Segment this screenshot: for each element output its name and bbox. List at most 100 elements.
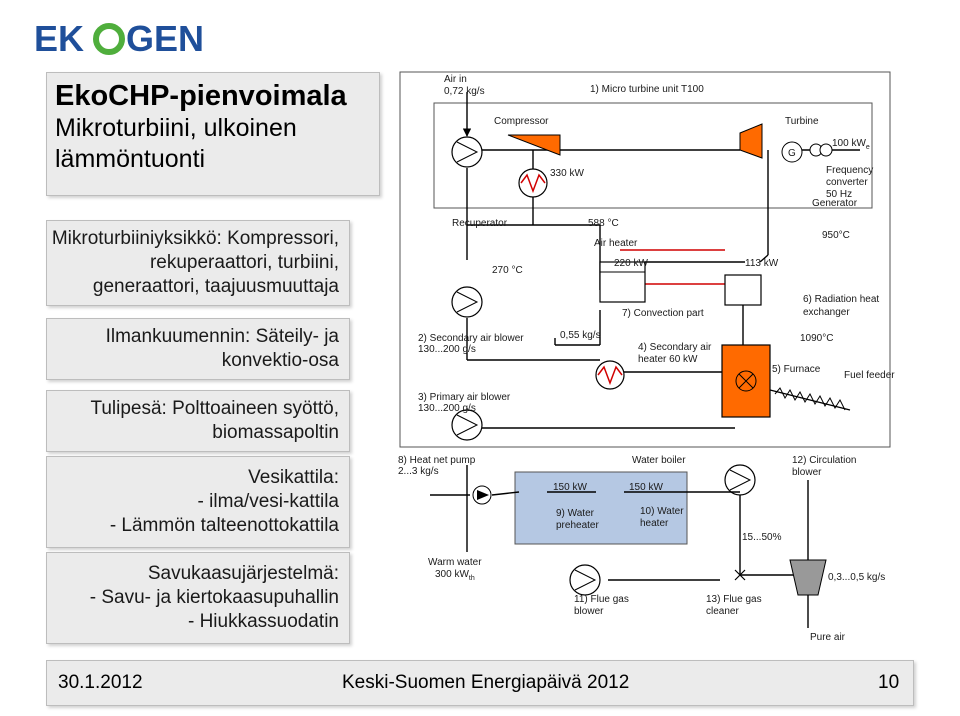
title-box: EkoCHP-pienvoimala Mikroturbiini, ulkoin… [46, 72, 380, 196]
blower-fan-icon [729, 469, 752, 491]
warm-water-label: Warm water [428, 557, 482, 568]
page-subtitle-1: Mikroturbiini, ulkoinen [55, 114, 297, 142]
frequency-label: Frequency [826, 165, 873, 176]
section-text: - ilma/vesi-kattila [197, 491, 339, 512]
turbine-unit-frame [433, 102, 873, 209]
secondary-blower-flow: 130...200 g/s [418, 344, 476, 355]
furnace-label: 5) Furnace [772, 364, 821, 375]
flue-cleaner-label: cleaner [706, 606, 739, 617]
page-title: EkoCHP-pienvoimala [55, 80, 347, 112]
section-turbine-unit: Mikroturbiiniyksikkö: Kompressori, rekup… [46, 220, 350, 306]
water-heater-label: 10) Water [640, 506, 684, 517]
primary-blower-flow: 130...200 g/s [418, 403, 476, 414]
generator-icon [781, 141, 803, 163]
power-150-label: 150 kW [629, 482, 663, 493]
pure-air-label: Pure air [810, 632, 846, 643]
section-furnace: Tulipesä: Polttoaineen syöttö, biomassap… [46, 390, 350, 452]
water-heater-label: heater [640, 518, 669, 529]
temp-588-label: 588 °C [588, 218, 619, 229]
flue-blower-label: blower [574, 606, 604, 617]
footer-event: Keski-Suomen Energiapäivä 2012 [342, 672, 630, 693]
section-text: biomassapoltin [212, 422, 339, 443]
compressor-power-label: 330 kW [550, 168, 584, 179]
section-text: - Savu- ja kiertokaasupuhallin [89, 587, 339, 608]
section-text: Mikroturbiiniyksikkö: Kompressori, [51, 228, 339, 249]
frequency-label: 50 Hz [826, 189, 852, 200]
radiation-label: 6) Radiation heat [803, 294, 879, 305]
secondary-heater-label: 4) Secondary air [638, 342, 712, 353]
warm-water-power: 300 kWth [435, 569, 475, 582]
frequency-label: Generator [812, 198, 858, 209]
secondary-blower-label: 2) Secondary air blower [418, 333, 524, 344]
section-text: Ilmankuumennin: Säteily- ja [105, 326, 339, 347]
compressor-shape [507, 134, 561, 156]
section-water-boiler: Vesikattila: - ilma/vesi-kattila - Lämmö… [46, 456, 350, 548]
blower-fan-icon [456, 414, 479, 436]
convection-label: 7) Convection part [622, 308, 704, 319]
compressor-label: Compressor [494, 116, 549, 127]
generator-symbol: G [788, 148, 796, 159]
primary-blower-icon [451, 409, 483, 441]
blower-fan-icon [574, 569, 597, 591]
logo-text-ek: EK [34, 18, 84, 58]
heat-pump-label: 8) Heat net pump [398, 455, 476, 466]
converter-icon [819, 143, 833, 157]
temp-270-label: 270 °C [492, 265, 523, 276]
radiation-label: exchanger [803, 307, 850, 318]
circulation-label: 12) Circulation [792, 455, 856, 466]
preheater-label: 9) Water [556, 508, 595, 519]
section-text: - Lämmön talteenottokattila [109, 515, 339, 536]
section-text: Savukaasujärjestelmä: [147, 563, 339, 584]
flue-gas-cleaner-icon [789, 559, 827, 596]
section-text: generaattori, taajuusmuuttaja [92, 276, 339, 297]
flue-cleaner-label: 13) Flue gas [706, 594, 762, 605]
temp-1090-label: 1090°C [800, 333, 833, 344]
recuperator-label: Recuperator [452, 218, 508, 229]
turbine-icon [739, 123, 763, 159]
logo-text-gen: GEN [126, 18, 204, 58]
section-air-heater: Ilmankuumennin: Säteily- ja konvektio-os… [46, 318, 350, 380]
flue-gas-blower-icon [569, 564, 601, 596]
convection-part-icon [599, 261, 646, 303]
water-boiler-box [514, 471, 688, 545]
section-flue-gas: Savukaasujärjestelmä: - Savu- ja kiertok… [46, 552, 350, 644]
section-text: konvektio-osa [221, 350, 339, 371]
water-boiler-label: Water boiler [632, 455, 686, 466]
valve-icon [734, 569, 746, 581]
footer-date: 30.1.2012 [58, 672, 143, 693]
section-text: - Hiukkassuodatin [187, 611, 339, 632]
fuel-feeder-label: Fuel feeder [844, 370, 895, 381]
circulation-label: blower [792, 467, 822, 478]
section-text: Tulipesä: Polttoaineen syöttö, [90, 398, 339, 419]
flow-03-label: 0,3...0,5 kg/s [828, 572, 885, 583]
section-text: rekuperaattori, turbiini, [149, 252, 339, 273]
flow-055-label: 0,55 kg/s [560, 330, 601, 341]
logo-o-icon [93, 23, 125, 55]
air-heater-label: Air heater [594, 238, 638, 249]
secondary-blower-icon [451, 286, 483, 318]
turbine-label: Turbine [785, 116, 819, 127]
power-150-label: 150 kW [553, 482, 587, 493]
air-in-label: Air in [444, 74, 467, 85]
fuel-feeder-icon [769, 389, 851, 411]
power-113-label: 113 kW [745, 258, 779, 269]
footer-bar [46, 660, 914, 706]
blower-fan-icon [456, 291, 479, 313]
section-text: Vesikattila: [248, 467, 339, 488]
secondary-heater-label: heater 60 kW [638, 354, 698, 365]
radiation-exchanger-icon [724, 274, 762, 306]
percent-label: 15...50% [742, 532, 782, 543]
heat-pump-flow: 2...3 kg/s [398, 466, 439, 477]
upper-frame [399, 71, 891, 448]
primary-blower-label: 3) Primary air blower [418, 392, 511, 403]
power-220-label: 220 kW [614, 258, 648, 269]
page-number: 10 [878, 672, 900, 693]
preheater-label: preheater [556, 520, 599, 531]
air-in-flow: 0,72 kg/s [444, 86, 485, 97]
frequency-label: converter [826, 177, 868, 188]
page-subtitle-2: lämmöntuonti [55, 145, 206, 173]
flue-blower-label: 11) Flue gas [574, 594, 629, 605]
micro-turbine-label: 1) Micro turbine unit T100 [590, 84, 704, 95]
ekogen-logo: EK GEN [34, 18, 204, 58]
